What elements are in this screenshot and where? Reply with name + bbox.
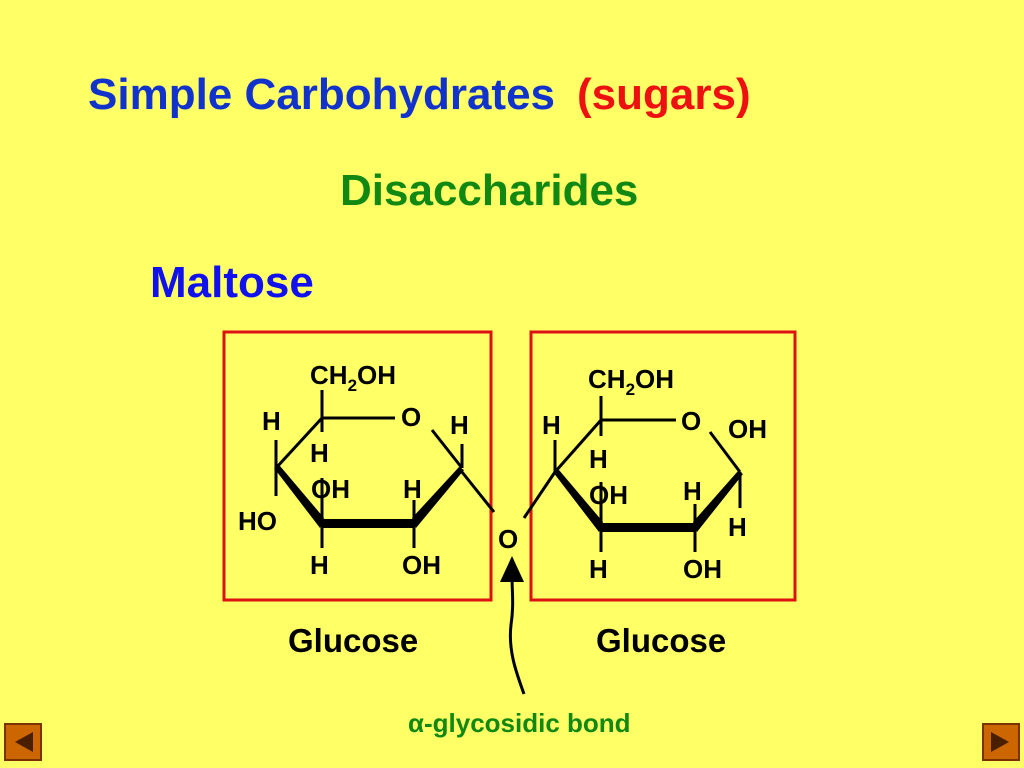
right-glucose-label: Glucose <box>596 622 726 659</box>
left-c3-oh: OH <box>311 474 350 504</box>
left-c3-h: H <box>403 474 422 504</box>
alpha-symbol: α <box>408 708 424 738</box>
slide-subtitle: Disaccharides <box>340 166 639 215</box>
left-ch2oh-label: CH2OH <box>310 360 396 395</box>
left-c1-h: H <box>450 410 469 440</box>
right-ring-oxygen: O <box>681 406 701 436</box>
left-c2-h: H <box>310 550 329 580</box>
left-c2-oh: OH <box>402 550 441 580</box>
right-bold-bond <box>601 523 695 532</box>
left-c4-ho: HO <box>238 506 277 536</box>
previous-slide-button[interactable] <box>4 723 42 761</box>
left-glucose-box <box>222 330 493 602</box>
right-c4-h: H <box>589 444 608 474</box>
left-bold-bond <box>322 519 414 528</box>
title-main: Simple Carbohydrates <box>88 70 556 119</box>
next-slide-button[interactable] <box>982 723 1020 761</box>
left-c4-h: H <box>310 438 329 468</box>
right-c3-h: H <box>683 476 702 506</box>
right-c1-h: H <box>728 512 747 542</box>
glycosidic-oxygen: O <box>498 524 518 554</box>
right-wedge-c4c3 <box>553 470 603 532</box>
compound-name: Maltose <box>150 258 314 307</box>
right-c5-h: H <box>542 410 561 440</box>
triangle-left-icon <box>15 732 33 752</box>
glycosidic-arrow-shaft <box>508 575 526 695</box>
right-ch2oh-label: CH2OH <box>588 364 674 399</box>
left-wedge-c2c1 <box>412 467 464 528</box>
glycosidic-arrow-head <box>500 556 524 582</box>
right-glucose-box <box>529 330 797 602</box>
right-c1-oh: OH <box>728 414 767 444</box>
left-glucose-label: Glucose <box>288 622 418 659</box>
triangle-right-icon <box>991 732 1009 752</box>
right-wedge-c2c1 <box>693 471 743 532</box>
title-sub: (sugars) <box>577 70 751 119</box>
left-ring-oxygen: O <box>401 402 421 432</box>
left-c5-h: H <box>262 406 281 436</box>
slide-title: Simple Carbohydrates (sugars) <box>88 70 751 120</box>
glycosidic-bond-caption: α-glycosidic bond <box>408 708 631 739</box>
right-c3-oh: OH <box>589 480 628 510</box>
right-c2-h: H <box>589 554 608 584</box>
left-wedge-c4c3 <box>274 466 324 528</box>
bond-caption-text: -glycosidic bond <box>423 708 631 738</box>
right-c2-oh: OH <box>683 554 722 584</box>
